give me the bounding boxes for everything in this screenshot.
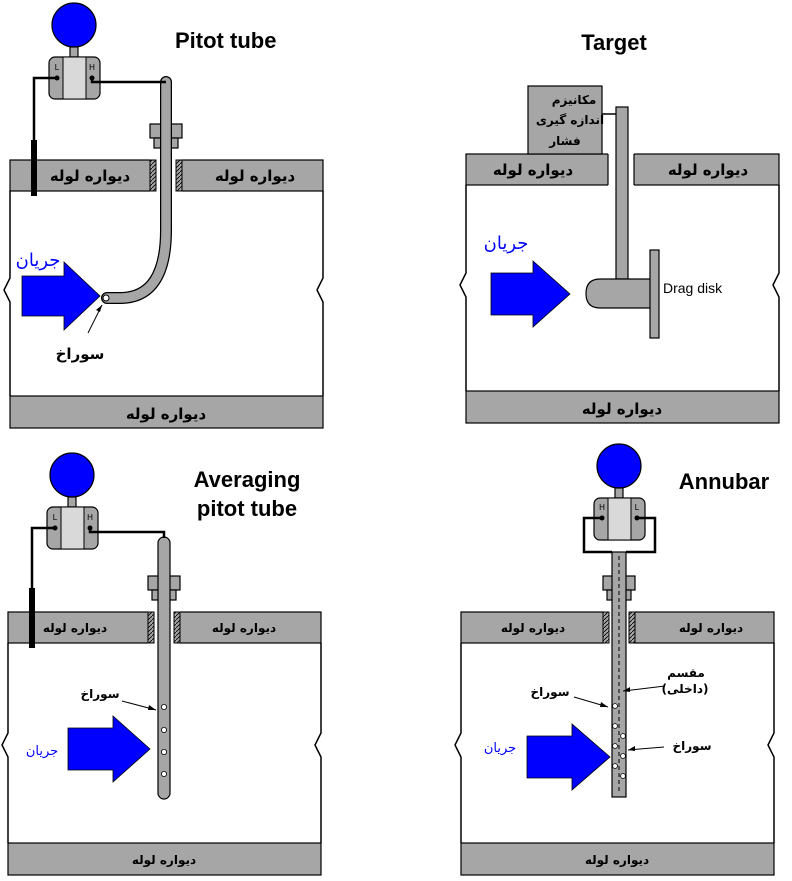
annubar-wall-label-bottom: دیواره لوله (585, 853, 649, 868)
pitot-hole-label: سوراخ (56, 345, 105, 363)
averaging-hole (160, 704, 167, 711)
annubar-hole (612, 703, 618, 709)
transmitter-head-icon (51, 2, 97, 48)
target-wall-bottom (465, 390, 780, 424)
annubar-divider-line1: مقسم (667, 666, 705, 680)
pitot-wall-label-bottom: دیواره لوله (126, 405, 207, 423)
pitot-static-probe (31, 140, 37, 196)
annubar-wall-label-left: دیواره لوله (501, 621, 565, 636)
pitot-tube-panel: Pitot tube دیواره لوله دیواره لوله دیوار… (3, 2, 324, 429)
target-wall-label-left: دیواره لوله (493, 161, 574, 179)
annubar-flow-label: جریان (484, 741, 516, 756)
target-mechanism-line1: مکانیزم (552, 93, 597, 108)
pitot-flow-arrow-icon (21, 261, 101, 331)
target-mechanism-box (527, 85, 603, 155)
transmitter-head-icon (49, 452, 95, 498)
averaging-wall-label-bottom: دیواره لوله (132, 853, 196, 868)
annubar-flow-arrow-icon (526, 723, 611, 791)
annubar-port-low: L (635, 503, 640, 512)
target-wall-label-bottom: دیواره لوله (582, 400, 663, 418)
transmitter-head-icon (596, 443, 642, 489)
pitot-wall-label-right: دیواره لوله (215, 167, 296, 185)
target-mechanism-line2: اندازه گیری (536, 113, 604, 127)
pitot-hole (102, 294, 110, 302)
pitot-port-low: L (55, 63, 60, 72)
annubar-title: Annubar (679, 469, 770, 494)
annubar-hole (612, 723, 618, 729)
target-panel: Target دیواره لوله دیواره لوله دیواره لو… (459, 30, 780, 424)
averaging-tube (157, 536, 171, 800)
pitot-tube (102, 77, 171, 303)
averaging-hole-label: سوراخ (81, 687, 120, 702)
target-disk-label: Drag disk (663, 280, 723, 296)
averaging-flow-arrow-icon (67, 715, 151, 783)
annubar-hole-label-left: سوراخ (531, 685, 570, 700)
target-mechanism-line3: فشار (548, 134, 580, 148)
pitot-title: Pitot tube (175, 28, 276, 53)
averaging-hole (160, 771, 167, 778)
averaging-wall-bottom (7, 842, 322, 876)
pitot-transmitter: L H (48, 2, 101, 100)
pitot-port-high: H (89, 63, 95, 72)
target-flow-arrow-icon (490, 260, 571, 328)
pitot-wall-bottom (9, 395, 324, 429)
averaging-static-probe (29, 588, 35, 648)
annubar-holes (612, 703, 626, 779)
annubar-divider-line2: (داخلی) (662, 682, 709, 696)
averaging-holes (160, 704, 167, 778)
annubar-hole (612, 763, 618, 769)
averaging-port-low: L (53, 513, 58, 522)
target-flow-label: جریان (484, 233, 529, 254)
annubar-hole (620, 753, 626, 759)
target-lever (615, 106, 629, 280)
averaging-hole (160, 727, 167, 734)
averaging-port-high: H (87, 513, 93, 522)
averaging-flow-label: جریان (26, 744, 58, 759)
target-body (585, 278, 653, 309)
averaging-wall-label-left: دیواره لوله (43, 621, 107, 636)
annubar-hole-label-right: سوراخ (673, 739, 712, 754)
annubar-wall-bottom (460, 842, 775, 876)
averaging-pitot-panel: Averaging pitot tube دیواره لوله دیواره … (1, 452, 322, 876)
pitot-flow-label: جریان (16, 250, 61, 271)
averaging-title-line2: pitot tube (197, 496, 297, 521)
annubar-panel: Annubar دیواره لوله دیواره لوله دیواره ل… (454, 443, 775, 876)
annubar-hole (620, 733, 626, 739)
averaging-wall-label-right: دیواره لوله (212, 621, 276, 636)
averaging-transmitter: L H (46, 452, 99, 550)
annubar-hole (620, 773, 626, 779)
averaging-hole (160, 749, 167, 756)
target-wall-label-right: دیواره لوله (668, 161, 749, 179)
annubar-port-high: H (599, 503, 605, 512)
averaging-title-line1: Averaging (194, 467, 301, 492)
annubar-wall-label-right: دیواره لوله (679, 621, 743, 636)
target-drag-disk (649, 249, 660, 339)
pitot-wall-label-left: دیواره لوله (50, 167, 131, 185)
target-title: Target (581, 30, 647, 55)
annubar-transmitter: H L (593, 443, 646, 541)
annubar-hole (612, 743, 618, 749)
